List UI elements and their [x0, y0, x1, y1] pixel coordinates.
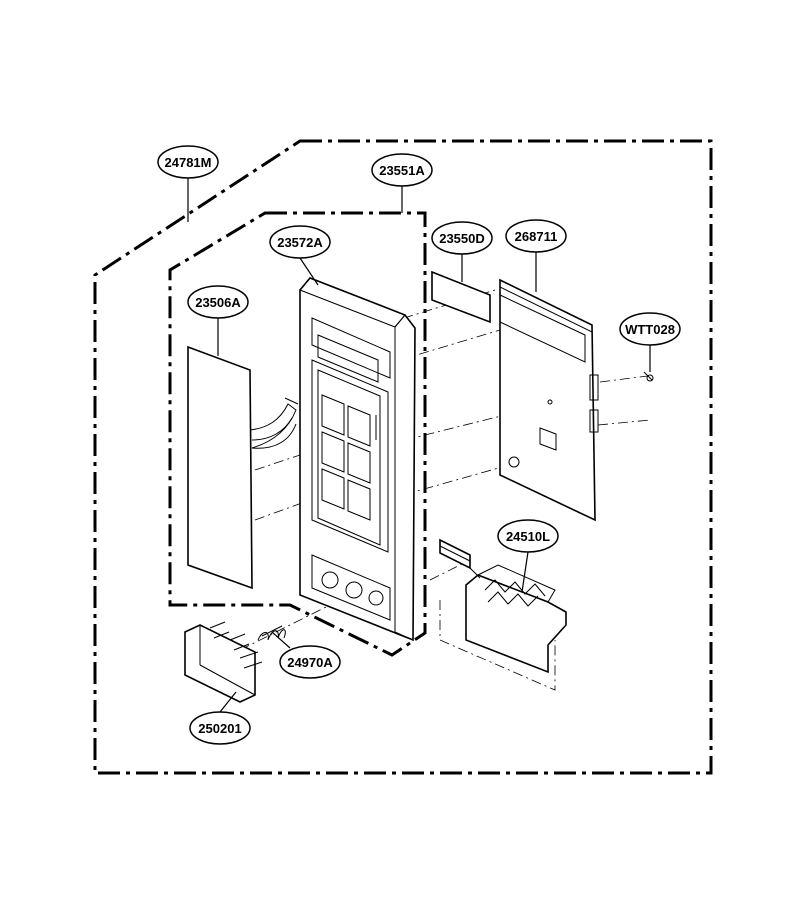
push-button [184, 621, 263, 703]
callout-268711: 268711 [505, 219, 567, 253]
display-window [431, 270, 491, 324]
screw [643, 371, 654, 382]
callout-24970A: 24970A [279, 645, 341, 679]
membrane-sheet [187, 345, 299, 590]
leader-lines [187, 178, 651, 713]
callout-label-268711: 268711 [515, 229, 558, 244]
callout-label-23572A: 23572A [277, 235, 323, 250]
callout-24510L: 24510L [497, 519, 559, 553]
control-assembly-boundary [168, 211, 427, 657]
keypad-grid [321, 394, 371, 521]
callout-24781M: 24781M [157, 145, 219, 179]
callout-250201: 250201 [189, 711, 251, 745]
callout-23506A: 23506A [187, 285, 249, 319]
callout-label-250201: 250201 [198, 721, 241, 736]
callout-23551A: 23551A [371, 153, 433, 187]
spring [257, 625, 286, 641]
callout-label-23551A: 23551A [379, 163, 425, 178]
circuit-board [499, 278, 599, 522]
callout-label-23506A: 23506A [195, 295, 241, 310]
callout-WTT028: WTT028 [619, 312, 681, 346]
callout-23572A: 23572A [269, 225, 331, 259]
callout-label-23550D: 23550D [439, 231, 485, 246]
door-lever [439, 538, 567, 674]
callout-label-24781M: 24781M [165, 155, 212, 170]
outer-boundary [93, 139, 713, 775]
callout-23550D: 23550D [431, 221, 493, 255]
callout-label-WTT028: WTT028 [625, 322, 675, 337]
control-panel [299, 277, 416, 642]
callout-label-24970A: 24970A [287, 655, 333, 670]
callout-label-24510L: 24510L [506, 529, 550, 544]
